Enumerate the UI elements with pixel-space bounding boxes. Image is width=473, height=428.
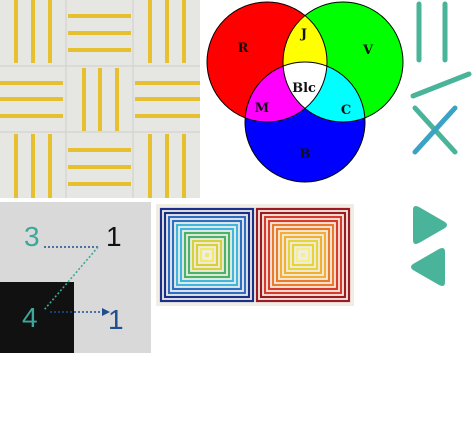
label-green: V xyxy=(362,43,374,58)
square-ring xyxy=(255,207,351,303)
square-ring xyxy=(171,219,243,291)
label-yellow: J xyxy=(300,27,307,42)
arrow-head xyxy=(102,308,110,316)
black-square xyxy=(0,282,74,353)
label-red: R xyxy=(238,41,249,56)
square-ring xyxy=(295,247,311,263)
square-ring xyxy=(183,231,231,279)
square-ring xyxy=(187,235,227,275)
square-ring xyxy=(275,227,331,283)
magenta-overlap xyxy=(245,62,327,122)
warm-concentric-squares xyxy=(255,207,351,303)
square-ring xyxy=(267,219,339,291)
square-center xyxy=(301,253,305,257)
label-blue: B xyxy=(300,147,311,162)
square-ring xyxy=(175,223,239,287)
square-ring xyxy=(263,215,343,295)
square-ring xyxy=(195,243,219,267)
square-ring xyxy=(291,243,315,267)
square-ring xyxy=(279,231,327,279)
square-ring xyxy=(167,215,247,295)
label-magenta: M xyxy=(255,101,269,116)
square-ring xyxy=(159,207,255,303)
concentric-squares-painting xyxy=(156,204,354,306)
parallel-lines-icon xyxy=(416,1,448,63)
label-cyan: C xyxy=(341,103,351,118)
square-ring xyxy=(271,223,335,287)
basket-weave-image xyxy=(0,0,200,198)
square-ring xyxy=(259,211,347,299)
triangle-icons xyxy=(405,200,473,296)
number-sequence-figure: 3 1 4 1 xyxy=(0,202,151,353)
basket-weave-painting xyxy=(0,0,200,198)
play-left-icon xyxy=(411,248,445,286)
number-top-left: 3 xyxy=(24,221,40,252)
color-venn-diagram: R J V M Blc C B xyxy=(203,0,405,184)
square-ring xyxy=(283,235,323,275)
number-bottom-left: 4 xyxy=(22,302,38,333)
square-ring xyxy=(287,239,319,271)
line-icons xyxy=(405,0,473,160)
cool-concentric-squares xyxy=(159,207,255,303)
cyan-overlap xyxy=(283,62,365,122)
square-ring xyxy=(199,247,215,263)
number-top-right: 1 xyxy=(106,221,122,252)
square-ring xyxy=(179,227,235,283)
number-bottom-right: 1 xyxy=(108,304,124,335)
square-ring xyxy=(191,239,223,271)
square-center xyxy=(205,253,209,257)
square-ring xyxy=(163,211,251,299)
label-white: Blc xyxy=(292,81,316,96)
crossed-lines-icon xyxy=(410,71,472,155)
play-right-icon xyxy=(413,206,447,244)
